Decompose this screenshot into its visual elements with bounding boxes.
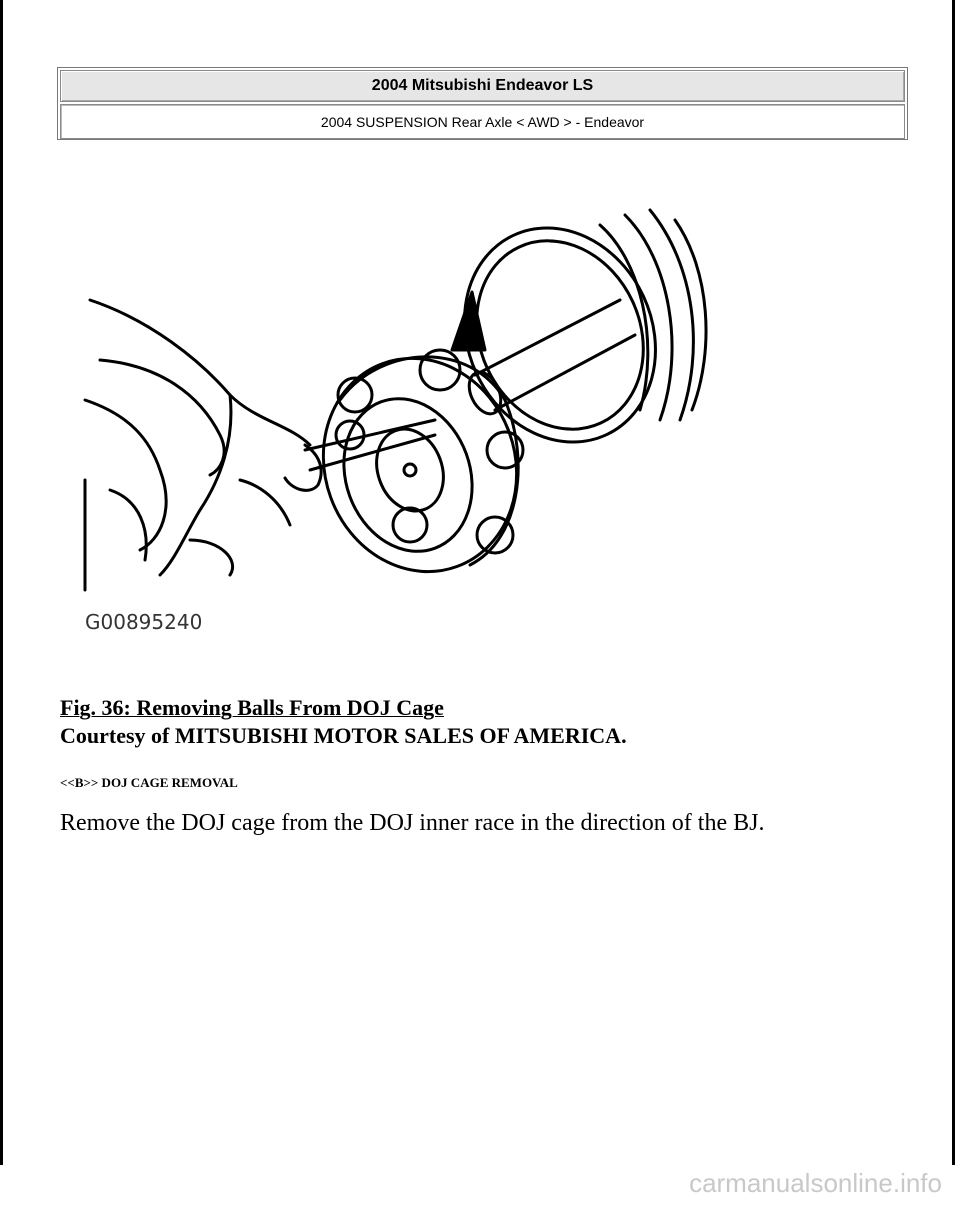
figure-code: G00895240 <box>85 610 203 634</box>
figure-courtesy: Courtesy of MITSUBISHI MOTOR SALES OF AM… <box>60 723 627 748</box>
section-body: Remove the DOJ cage from the DOJ inner r… <box>60 810 765 836</box>
footer-watermark: carmanualsonline.info <box>689 1168 942 1198</box>
document-header: 2004 Mitsubishi Endeavor LS 2004 SUSPENS… <box>57 67 908 140</box>
header-title: 2004 Mitsubishi Endeavor LS <box>60 70 905 102</box>
page-frame <box>0 0 955 1165</box>
figure-caption-title: Fig. 36: Removing Balls From DOJ Cage <box>60 695 444 720</box>
figure-illustration <box>80 180 730 670</box>
doj-cage-illustration <box>83 208 708 592</box>
header-subtitle: 2004 SUSPENSION Rear Axle < AWD > - Ende… <box>60 104 905 139</box>
section-heading: <<B>> DOJ CAGE REMOVAL <box>60 775 238 790</box>
